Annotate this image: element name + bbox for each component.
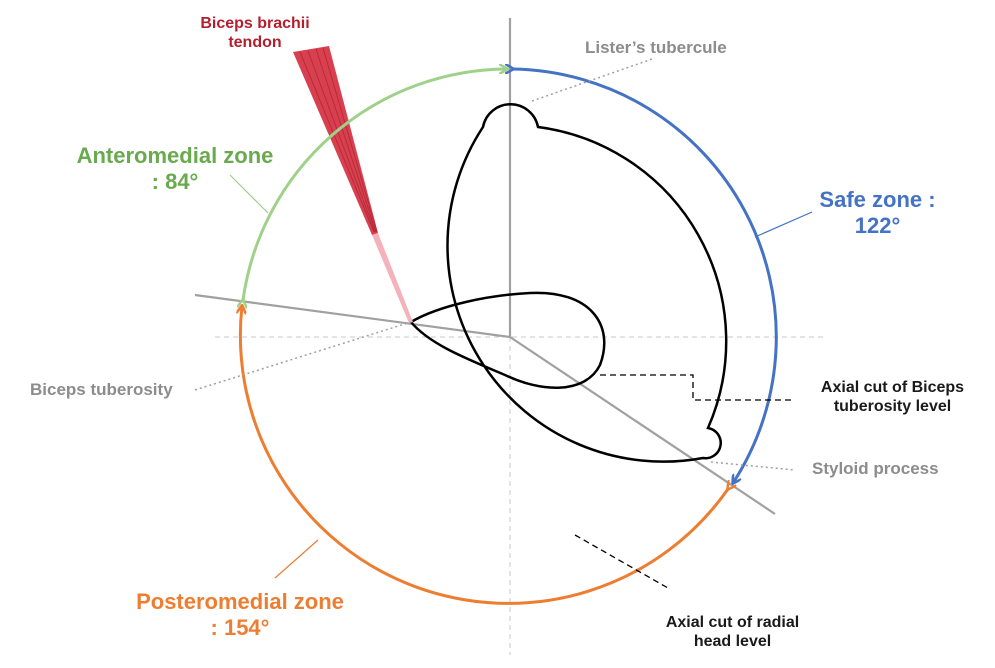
safe-zone-arc (513, 69, 778, 483)
anteromedial-leader (229, 174, 269, 214)
anteromedial-zone-label: Anteromedial zone : 84° (76, 143, 274, 195)
tuberosity-leader (194, 321, 412, 391)
biceps-tendon-label: Biceps brachii tendon (200, 15, 310, 52)
styloid-process-label: Styloid process (812, 459, 939, 478)
biceps-tuberosity-outline (409, 291, 606, 389)
listers-leader (531, 57, 656, 102)
axial-cut-biceps-label: Axial cut of Biceps tuberosity level (820, 379, 965, 416)
styloid-leader (710, 461, 796, 471)
radial-head-outline (446, 103, 728, 463)
safe-zone-label: Safe zone : 122° (819, 187, 936, 239)
biceps-tendon-insertion (372, 233, 413, 323)
styloid-axis (509, 336, 776, 515)
posteromedial-zone-arc (240, 306, 728, 605)
biceps-tuberosity-label: Biceps tuberosity (30, 380, 173, 399)
axial-cut-radial-head-leader (574, 534, 669, 589)
posteromedial-leader (274, 539, 319, 579)
axial-cut-biceps-leader (600, 374, 793, 401)
anteromedial-zone-arc (243, 69, 507, 300)
posteromedial-zone-label: Posteromedial zone : 154° (136, 589, 344, 641)
listers-tubercule-label: Lister’s tubercule (585, 38, 727, 57)
safe-zone-leader (754, 211, 813, 238)
axial-cut-radial-head-label: Axial cut of radial head level (665, 614, 800, 651)
